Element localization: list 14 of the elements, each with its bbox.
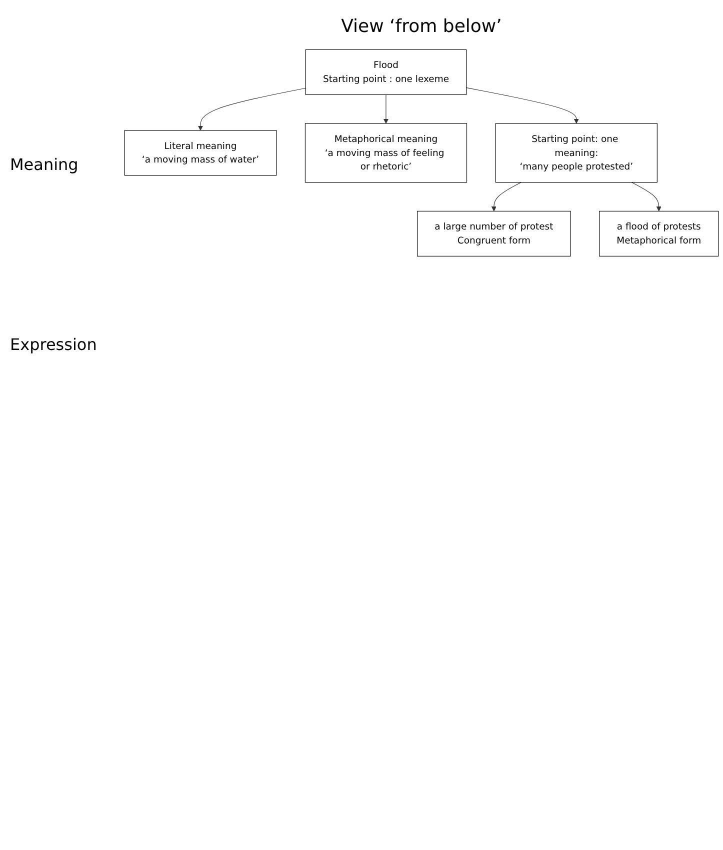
arrow — [466, 87, 579, 124]
node-box: Starting point: one meaning: ‘many people protested’ — [495, 123, 658, 183]
row-label: Meaning — [10, 155, 78, 174]
arrow — [198, 88, 306, 131]
node-box: Flood Starting point : one lexeme — [305, 49, 467, 95]
row-label: Expression — [10, 335, 97, 354]
arrow — [383, 94, 389, 124]
node-box: a large number of protest Congruent form — [417, 210, 571, 256]
arrow — [631, 182, 662, 212]
node-box: Literal meaning ‘a moving mass of water’ — [124, 130, 277, 176]
node-box: a flood of protests Metaphorical form — [599, 210, 719, 256]
title: View ‘from below’ — [340, 16, 503, 37]
arrow — [491, 182, 522, 212]
node-box: Metaphorical meaning ‘a moving mass of feeling or rhetoric’ — [304, 123, 468, 183]
